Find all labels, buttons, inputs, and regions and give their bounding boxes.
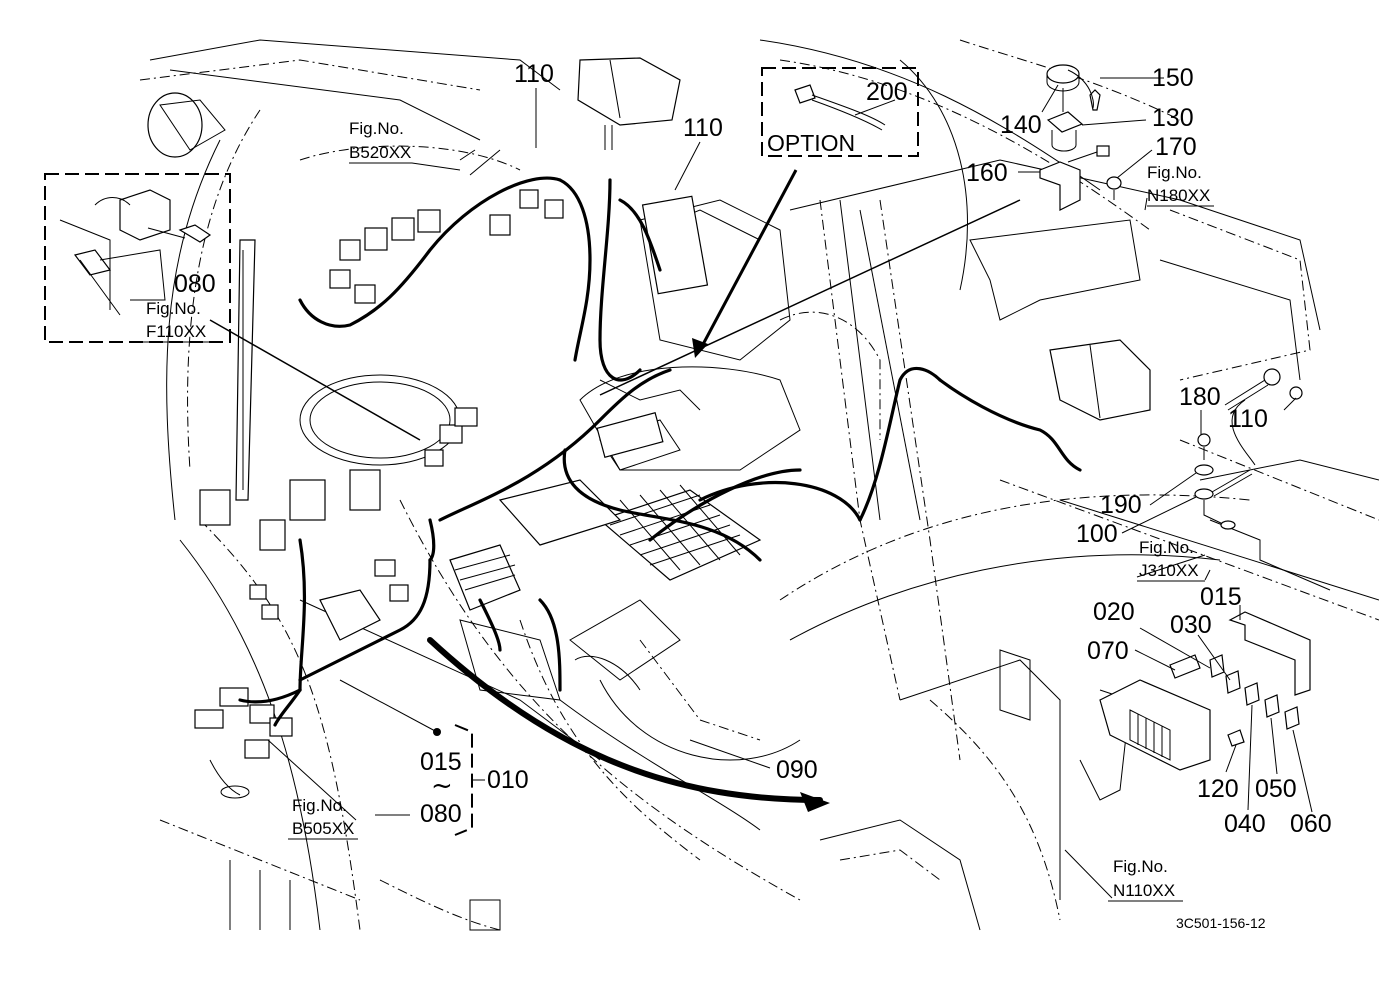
fig-ref-n110xx[interactable]: Fig.No. N110XX <box>1108 857 1183 902</box>
callout-130: 130 <box>1152 104 1194 132</box>
dashboard-switches <box>329 189 564 467</box>
controller-area <box>319 479 762 691</box>
svg-text:Fig.No.: Fig.No. <box>349 119 404 138</box>
svg-text:F110XX: F110XX <box>146 322 206 341</box>
callout-030: 030 <box>1170 611 1212 639</box>
option-harness-part <box>794 84 886 131</box>
fig-ref-f110xx[interactable]: Fig.No. F110XX <box>140 299 212 343</box>
callout-010: 010 <box>487 766 529 794</box>
work-light-top <box>577 57 681 150</box>
fig-ref-j310xx[interactable]: Fig.No. J310XX <box>1137 538 1205 582</box>
range-dot <box>433 728 441 736</box>
left-relays <box>199 469 409 620</box>
svg-text:N180XX: N180XX <box>1147 186 1210 205</box>
callout-090: 090 <box>776 756 818 784</box>
callout-110-mid: 110 <box>683 114 723 142</box>
svg-text:Fig.No.: Fig.No. <box>1139 538 1194 557</box>
callout-200: 200 <box>866 78 908 106</box>
callout-180: 180 <box>1179 383 1221 411</box>
callout-110-right: 110 <box>1228 405 1268 433</box>
callout-080-inset: 080 <box>174 270 216 298</box>
fig-ref-b505xx[interactable]: Fig.No. B505XX <box>288 796 358 840</box>
leader-lines <box>79 77 1313 899</box>
work-light-right <box>1049 339 1151 421</box>
callout-190: 190 <box>1100 491 1142 519</box>
svg-text:N110XX: N110XX <box>1113 881 1175 900</box>
fuse-box-assembly <box>1099 611 1311 771</box>
figure-refs: Fig.No. B520XX Fig.No. N180XX Fig.No. F1… <box>140 119 1214 902</box>
range-to: 080 <box>420 800 462 828</box>
callout-labels: 110 110 200 150 140 130 170 160 180 110 … <box>174 60 1332 838</box>
drawing-code: 3C501-156-12 <box>1176 915 1266 931</box>
range-tilde: ~ <box>431 771 453 801</box>
callout-060: 060 <box>1290 810 1332 838</box>
main-wiring-harness <box>238 176 1082 727</box>
callout-100: 100 <box>1076 520 1118 548</box>
option-label: OPTION <box>767 130 855 156</box>
svg-text:B505XX: B505XX <box>292 819 354 838</box>
callout-150: 150 <box>1152 64 1194 92</box>
callout-070: 070 <box>1087 637 1129 665</box>
svg-text:Fig.No.: Fig.No. <box>292 796 347 815</box>
lower-left-connectors <box>194 687 293 799</box>
relay-inset-part <box>59 189 212 310</box>
svg-text:Fig.No.: Fig.No. <box>146 299 201 318</box>
inset-box-f110xx <box>44 173 231 343</box>
callout-140: 140 <box>1000 111 1042 139</box>
svg-text:Fig.No.: Fig.No. <box>1113 857 1168 876</box>
callout-170: 170 <box>1155 133 1197 161</box>
svg-text:Fig.No.: Fig.No. <box>1147 163 1202 182</box>
direction-arrows <box>209 169 1021 812</box>
ground-cable-assembly <box>1194 368 1303 530</box>
fig-ref-n180xx[interactable]: Fig.No. N180XX <box>1147 163 1214 207</box>
callout-050: 050 <box>1255 775 1297 803</box>
fig-ref-b520xx[interactable]: Fig.No. B520XX <box>349 119 461 171</box>
callout-015: 015 <box>1200 583 1242 611</box>
callout-110-top: 110 <box>514 60 554 88</box>
range-from: 015 <box>420 748 462 776</box>
socket-assembly <box>1039 64 1122 211</box>
callout-120: 120 <box>1197 775 1239 803</box>
callout-160: 160 <box>966 159 1008 187</box>
option-box <box>761 67 919 157</box>
svg-text:J310XX: J310XX <box>1139 561 1199 580</box>
callout-020: 020 <box>1093 598 1135 626</box>
rear-work-light-left <box>147 92 226 158</box>
svg-text:B520XX: B520XX <box>349 143 411 162</box>
wiper-arm <box>235 239 256 501</box>
tractor-body-outline <box>139 39 1379 931</box>
callout-040: 040 <box>1224 810 1266 838</box>
